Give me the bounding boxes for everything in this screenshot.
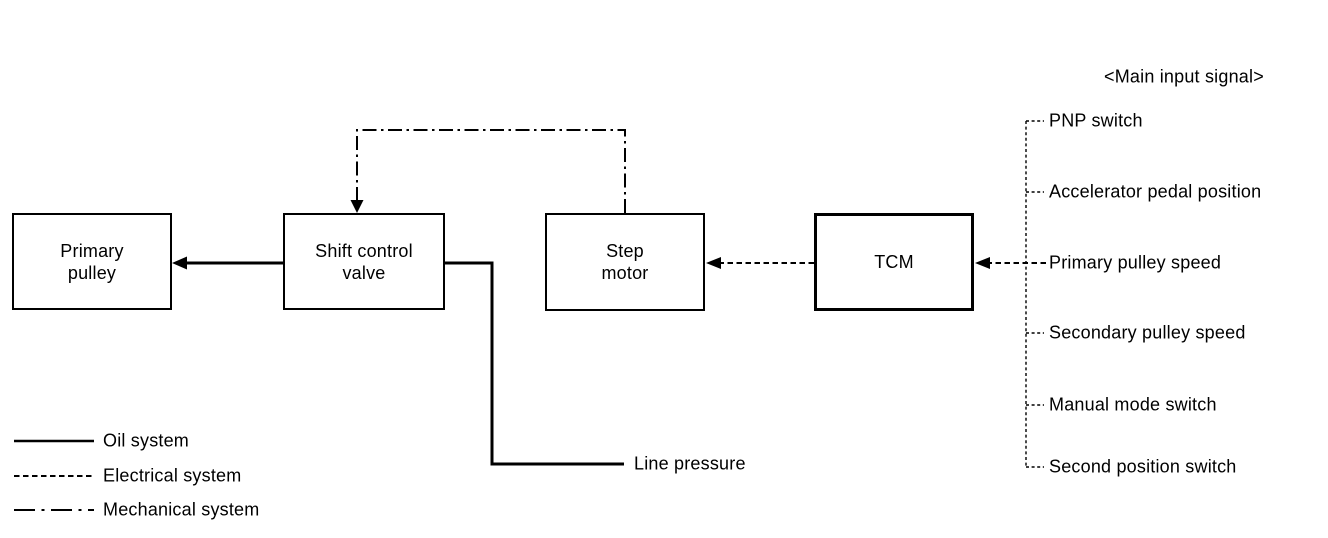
electrical-arrowhead-step-motor xyxy=(706,257,721,269)
input-signal-primary-pulley-speed: Primary pulley speed xyxy=(1049,252,1222,273)
legend-label-electrical-system: Electrical system xyxy=(103,465,242,486)
box-shift-control-valve-label: Shift control valve xyxy=(315,240,413,283)
mechanical-arrowhead-shift-valve xyxy=(350,200,364,213)
electrical-arrowhead-tcm xyxy=(975,257,990,269)
input-signal-manual-mode-switch: Manual mode switch xyxy=(1049,394,1217,415)
legend-label-mechanical-system: Mechanical system xyxy=(103,499,260,520)
mechanical-line-step-motor-to-shift-valve xyxy=(356,129,626,213)
box-tcm-label: TCM xyxy=(874,252,914,272)
oil-line-line-pressure xyxy=(445,261,624,466)
input-signal-secondary-pulley-speed: Secondary pulley speed xyxy=(1049,322,1246,343)
main-input-signal-title: <Main input signal> xyxy=(1104,66,1264,87)
input-signal-pnp-switch: PNP switch xyxy=(1049,110,1143,131)
box-shift-control-valve: Shift control valve xyxy=(283,213,445,310)
box-step-motor-label: Step motor xyxy=(601,241,649,283)
box-primary-pulley-label: Primary pulley xyxy=(60,240,124,283)
oil-arrowhead-primary-pulley xyxy=(172,256,187,270)
input-signal-accelerator-pedal-position: Accelerator pedal position xyxy=(1049,181,1262,202)
line-pressure-label: Line pressure xyxy=(634,453,746,474)
box-primary-pulley: Primary pulley xyxy=(12,213,172,310)
box-tcm: TCM xyxy=(814,213,974,311)
input-signal-second-position-switch: Second position switch xyxy=(1049,456,1237,477)
legend-label-oil-system: Oil system xyxy=(103,430,190,451)
box-step-motor: Step motor xyxy=(545,213,705,311)
